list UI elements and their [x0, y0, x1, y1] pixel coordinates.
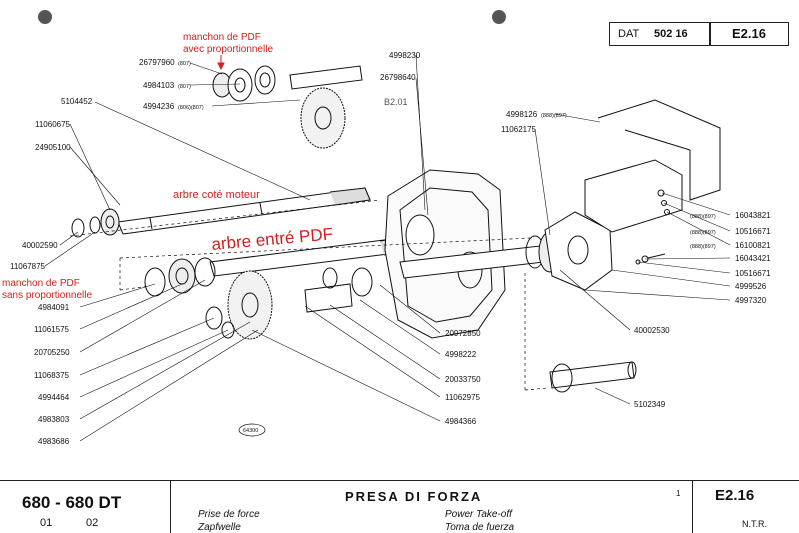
- label-11061575: 11061575: [34, 325, 70, 334]
- binder-hole-right: [492, 10, 506, 24]
- dat-number: 502 16: [654, 28, 688, 40]
- label-10516671-a: 10516671: [735, 227, 771, 236]
- ref-4984103: (807): [178, 84, 191, 90]
- label-4997320: 4997320: [735, 296, 767, 305]
- label-4983686: 4983686: [38, 437, 70, 446]
- label-16100821: 16100821: [735, 241, 771, 250]
- label-20705250: 20705250: [34, 348, 70, 357]
- binder-hole-left: [38, 10, 52, 24]
- guard-bolts: [635, 189, 670, 265]
- label-4984366: 4984366: [445, 417, 477, 426]
- footer-divider-2: [692, 481, 693, 533]
- footer-page-code: E2.16: [715, 487, 755, 504]
- footer-divider-1: [170, 481, 171, 533]
- label-4998126: 4998126: [506, 110, 538, 119]
- shaft-protective-cap: [549, 361, 637, 393]
- ref-26797960: (807): [178, 61, 191, 67]
- label-10516671-b: 10516671: [735, 269, 771, 278]
- ref-16043821: (888)(897): [690, 214, 716, 220]
- label-40002530: 40002530: [634, 326, 670, 335]
- label-11062175: 11062175: [501, 125, 537, 134]
- edition-a: 01: [40, 517, 53, 529]
- label-4998230: 4998230: [389, 51, 421, 60]
- label-5104452: 5104452: [61, 97, 93, 106]
- label-4994236: 4994236: [143, 102, 175, 111]
- ref-4994236: (806)(807): [178, 105, 204, 111]
- label-11067875: 11067875: [10, 262, 46, 271]
- label-24905100: 24905100: [35, 143, 71, 152]
- title-es: Toma de fuerza: [445, 522, 515, 533]
- label-4984091: 4984091: [38, 303, 70, 312]
- anno-manchon-sans-line2: sans proportionnelle: [2, 290, 92, 301]
- label-5102349: 5102349: [634, 400, 666, 409]
- anno-manchon-avec-line2: avec proportionnelle: [183, 44, 273, 55]
- dat-label: DAT: [618, 28, 640, 40]
- drawing-ref-oval: [238, 423, 266, 437]
- engine-side-shaft: [117, 187, 371, 235]
- ref-4998126: (888)(897): [541, 113, 567, 119]
- title-en: Power Take-off: [445, 509, 512, 520]
- title-it: PRESA DI FORZA: [345, 489, 483, 504]
- anno-arbre-moteur: arbre coté moteur: [173, 189, 260, 201]
- label-4994464: 4994464: [38, 393, 70, 402]
- label-26798640: 26798640: [380, 73, 416, 82]
- label-40002590: 40002590: [22, 241, 58, 250]
- label-11062975: 11062975: [445, 393, 481, 402]
- label-11060675: 11060675: [35, 120, 71, 129]
- drawing-ref: 64300: [243, 428, 258, 434]
- subtitle-de: Zapfwelle: [198, 522, 241, 533]
- label-16043821: 16043821: [735, 211, 771, 220]
- label-11068375: 11068375: [34, 371, 70, 380]
- pto-guard: [584, 99, 721, 233]
- ref-16100821: (888)(897): [690, 244, 716, 250]
- subtitle-fr: Prise de force: [198, 509, 260, 520]
- label-4999526: 4999526: [735, 282, 767, 291]
- label-b201: B2.01: [384, 97, 408, 107]
- edition-b: 02: [86, 517, 99, 529]
- label-4983803: 4983803: [38, 415, 70, 424]
- label-16043421: 16043421: [735, 254, 771, 263]
- page-mark: 1: [676, 489, 681, 498]
- anno-manchon-avec-line1: manchon de PDF: [183, 32, 261, 43]
- header-page-code: E2.16: [709, 22, 789, 46]
- label-20033750: 20033750: [445, 375, 481, 384]
- label-4998222: 4998222: [445, 350, 477, 359]
- ref-10516671a: (888)(897): [690, 230, 716, 236]
- title-block: 680 - 680 DT 01 02 Prise de force Zapfwe…: [0, 480, 799, 533]
- label-4984103: 4984103: [143, 81, 175, 90]
- ntr-label: N.T.R.: [742, 519, 768, 529]
- model-name: 680 - 680 DT: [22, 493, 122, 512]
- label-20972850: 20972850: [445, 329, 481, 338]
- dat-reference-box: DAT 502 16: [609, 22, 711, 46]
- anno-manchon-sans-line1: manchon de PDF: [2, 278, 80, 289]
- gearbox-housing: [384, 169, 506, 339]
- middle-bearings: [304, 267, 373, 313]
- top-coupling-gears: [212, 65, 363, 149]
- label-26797960: 26797960: [139, 58, 175, 67]
